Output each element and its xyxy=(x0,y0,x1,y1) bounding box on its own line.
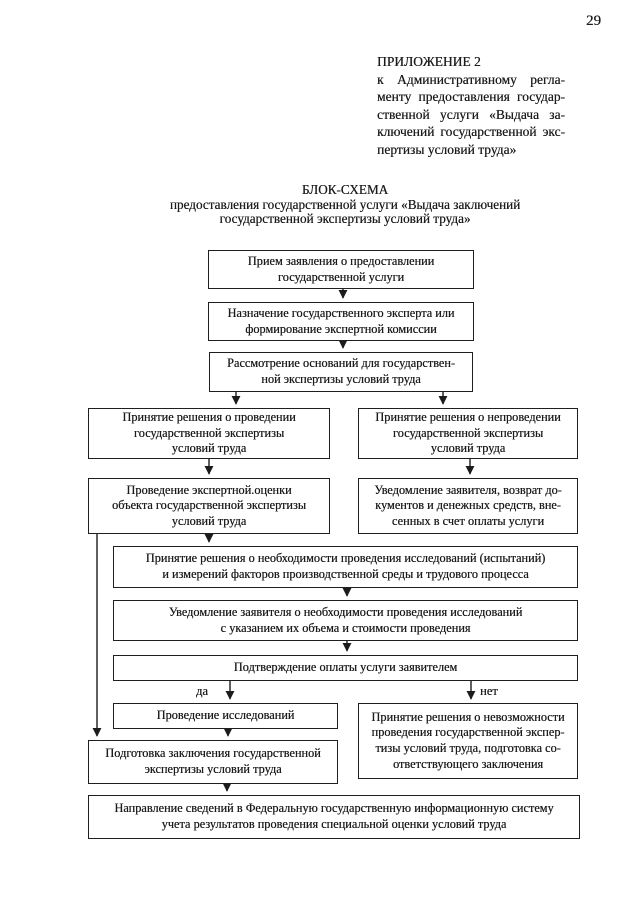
flow-box-decision-research-needed: Принятие решения о необходимости проведе… xyxy=(113,546,578,588)
flow-box-notification-research-scope: Уведомление заявителя о необходимости пр… xyxy=(113,600,578,641)
appendix-text-line: к Административному регла- xyxy=(377,71,565,87)
flow-box-decision-not-conduct: Принятие решения о непроведении государс… xyxy=(358,408,578,459)
flow-box-grounds-review: Рассмотрение оснований для государствен-… xyxy=(209,352,473,392)
flow-box-application-reception: Прием заявления о предоставлении государ… xyxy=(208,250,474,289)
appendix-text-line: менту предоставления государ- xyxy=(377,89,565,104)
appendix-text-line: ственной услуги «Выдача за- xyxy=(377,106,565,122)
flow-box-research-conduct: Проведение исследований xyxy=(113,703,338,729)
flow-box-expert-evaluation: Проведение экспертной.оценки объекта гос… xyxy=(88,478,330,534)
connector-arrows xyxy=(92,289,476,792)
flow-box-expert-assignment: Назначение государственного эксперта или… xyxy=(208,302,474,341)
branch-label-yes: да xyxy=(196,684,208,698)
flow-box-applicant-notification-refund: Уведомление заявителя, возврат до- кумен… xyxy=(358,478,578,534)
flow-box-payment-confirmation: Подтверждение оплаты услуги заявителем xyxy=(113,655,578,681)
flow-box-decision-impossible: Принятие решения о невозможности проведе… xyxy=(358,703,578,779)
flow-box-decision-conduct: Принятие решения о проведении государств… xyxy=(88,408,330,459)
page-number: 29 xyxy=(586,13,601,29)
appendix-text-line: ключений государственной экс- xyxy=(377,124,565,139)
branch-label-no: нет xyxy=(480,684,498,698)
flowchart-title: БЛОК-СХЕМА предоставления государственно… xyxy=(169,182,521,227)
flow-box-conclusion-preparation: Подготовка заключения государственной эк… xyxy=(88,740,338,784)
flow-box-fgis-submission: Направление сведений в Федеральную госуд… xyxy=(88,795,580,839)
appendix-text-line: пертизы условий труда» xyxy=(377,141,517,157)
appendix-label: ПРИЛОЖЕНИЕ 2 xyxy=(377,54,481,69)
appendix-header: ПРИЛОЖЕНИЕ 2 к Административному регла- … xyxy=(377,53,565,158)
